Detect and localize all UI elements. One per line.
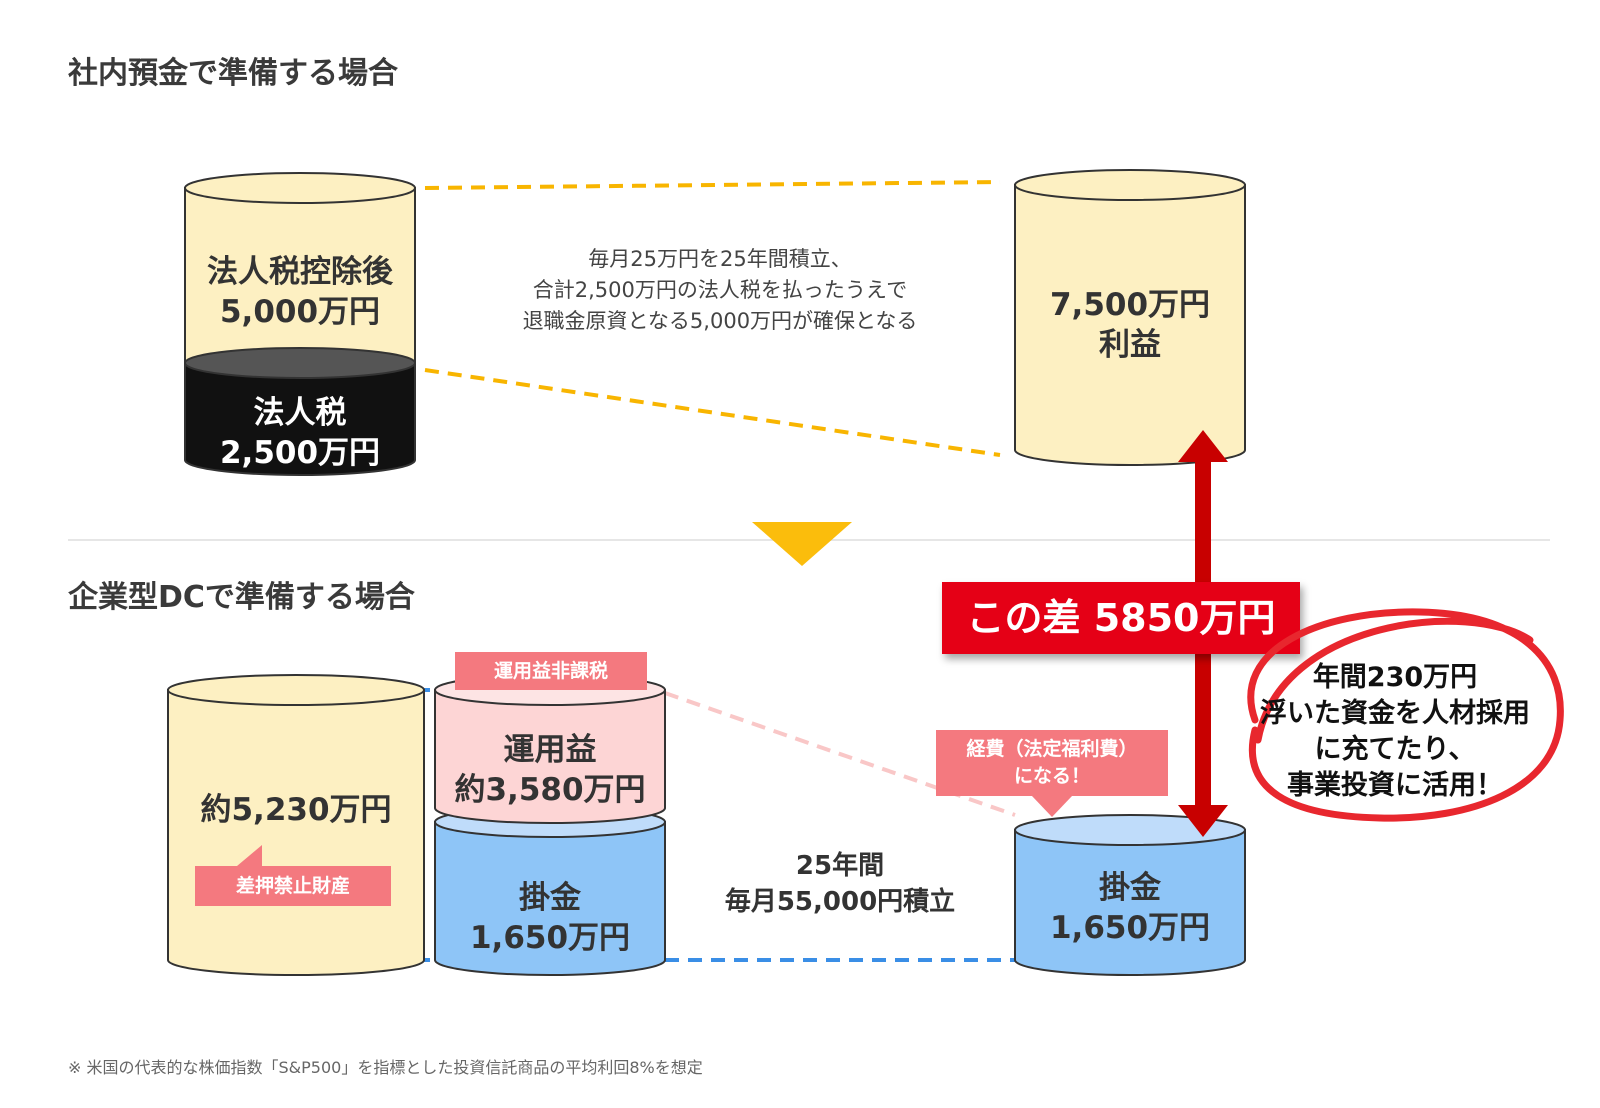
right-contrib-label-line1: 掛金	[1099, 870, 1161, 906]
callout-line: 年間230万円	[1312, 662, 1478, 693]
gain-label: 運用益 約3,580万円	[435, 730, 665, 810]
gain-badge: 運用益非課税	[455, 652, 647, 690]
callout-circle	[1247, 608, 1564, 822]
difference-label: この差 5850万円	[966, 596, 1276, 640]
description-line: 合計2,500万円の法人税を払ったうえで	[532, 278, 908, 302]
total-amount: 約5,230万円	[200, 792, 392, 828]
gain-label-line1: 運用益	[503, 732, 597, 768]
dashed-connector-bottom	[424, 368, 1001, 457]
expense-badge-tail	[1032, 796, 1072, 817]
exempt-badge-tail	[237, 845, 262, 866]
down-arrow-icon	[752, 522, 852, 566]
period-line1: 25年間	[795, 851, 885, 881]
tax-label-line1: 法人税	[253, 395, 347, 431]
description-line: 退職金原資となる5,000万円が確保となる	[522, 309, 918, 333]
callout-line: 浮いた資金を人材採用	[1260, 698, 1530, 729]
description-line: 毎月25万円を25年間積立、	[588, 247, 852, 271]
after-tax-label-line1: 法人税控除後	[207, 254, 393, 290]
profit-label-line2: 利益	[1099, 327, 1161, 363]
section-title-bottom: 企業型DCで準備する場合	[68, 580, 415, 615]
right-contrib-cylinder	[1014, 814, 1246, 976]
tax-stack-cylinder	[184, 172, 416, 476]
contrib-label-line1: 掛金	[519, 880, 581, 916]
profit-label: 7,500万円 利益	[1015, 285, 1245, 365]
difference-double-arrow	[1178, 430, 1228, 837]
profit-cylinder	[1014, 169, 1246, 466]
difference-banner	[942, 582, 1300, 654]
footnote: ※ 米国の代表的な株価指数「S&P500」を指標とした投資信託商品の平均利回8%…	[68, 1058, 703, 1077]
callout-text: 年間230万円 浮いた資金を人材採用 に充てたり、 事業投資に活用！	[1235, 660, 1555, 804]
profit-amount: 7,500万円	[1049, 287, 1211, 323]
top-description: 毎月25万円を25年間積立、 合計2,500万円の法人税を払ったうえで 退職金原…	[480, 244, 960, 337]
exempt-badge: 差押禁止財産	[195, 866, 391, 906]
after-tax-label: 法人税控除後 5,000万円	[185, 252, 415, 332]
gain-amount: 約3,580万円	[454, 772, 646, 808]
after-tax-amount: 5,000万円	[219, 294, 381, 330]
expense-badge: 経費（法定福利費） になる！	[936, 730, 1168, 796]
period-label: 25年間 毎月55,000円積立	[700, 848, 980, 920]
contrib-label: 掛金 1,650万円	[435, 878, 665, 958]
tax-label: 法人税 2,500万円	[185, 393, 415, 473]
right-contrib-amount: 1,650万円	[1049, 910, 1211, 946]
callout-line: に充てたり、	[1314, 734, 1476, 765]
right-contrib-label: 掛金 1,650万円	[1015, 868, 1245, 948]
dashed-connector-top	[424, 180, 1001, 190]
period-line2: 毎月55,000円積立	[724, 887, 956, 917]
tax-amount: 2,500万円	[219, 435, 381, 471]
expense-line1: 経費（法定福利費）	[966, 738, 1138, 760]
callout-line: 事業投資に活用！	[1287, 770, 1503, 801]
contrib-amount: 1,650万円	[469, 920, 631, 956]
section-title-top: 社内預金で準備する場合	[68, 56, 398, 91]
expense-line2: になる！	[1013, 765, 1090, 787]
